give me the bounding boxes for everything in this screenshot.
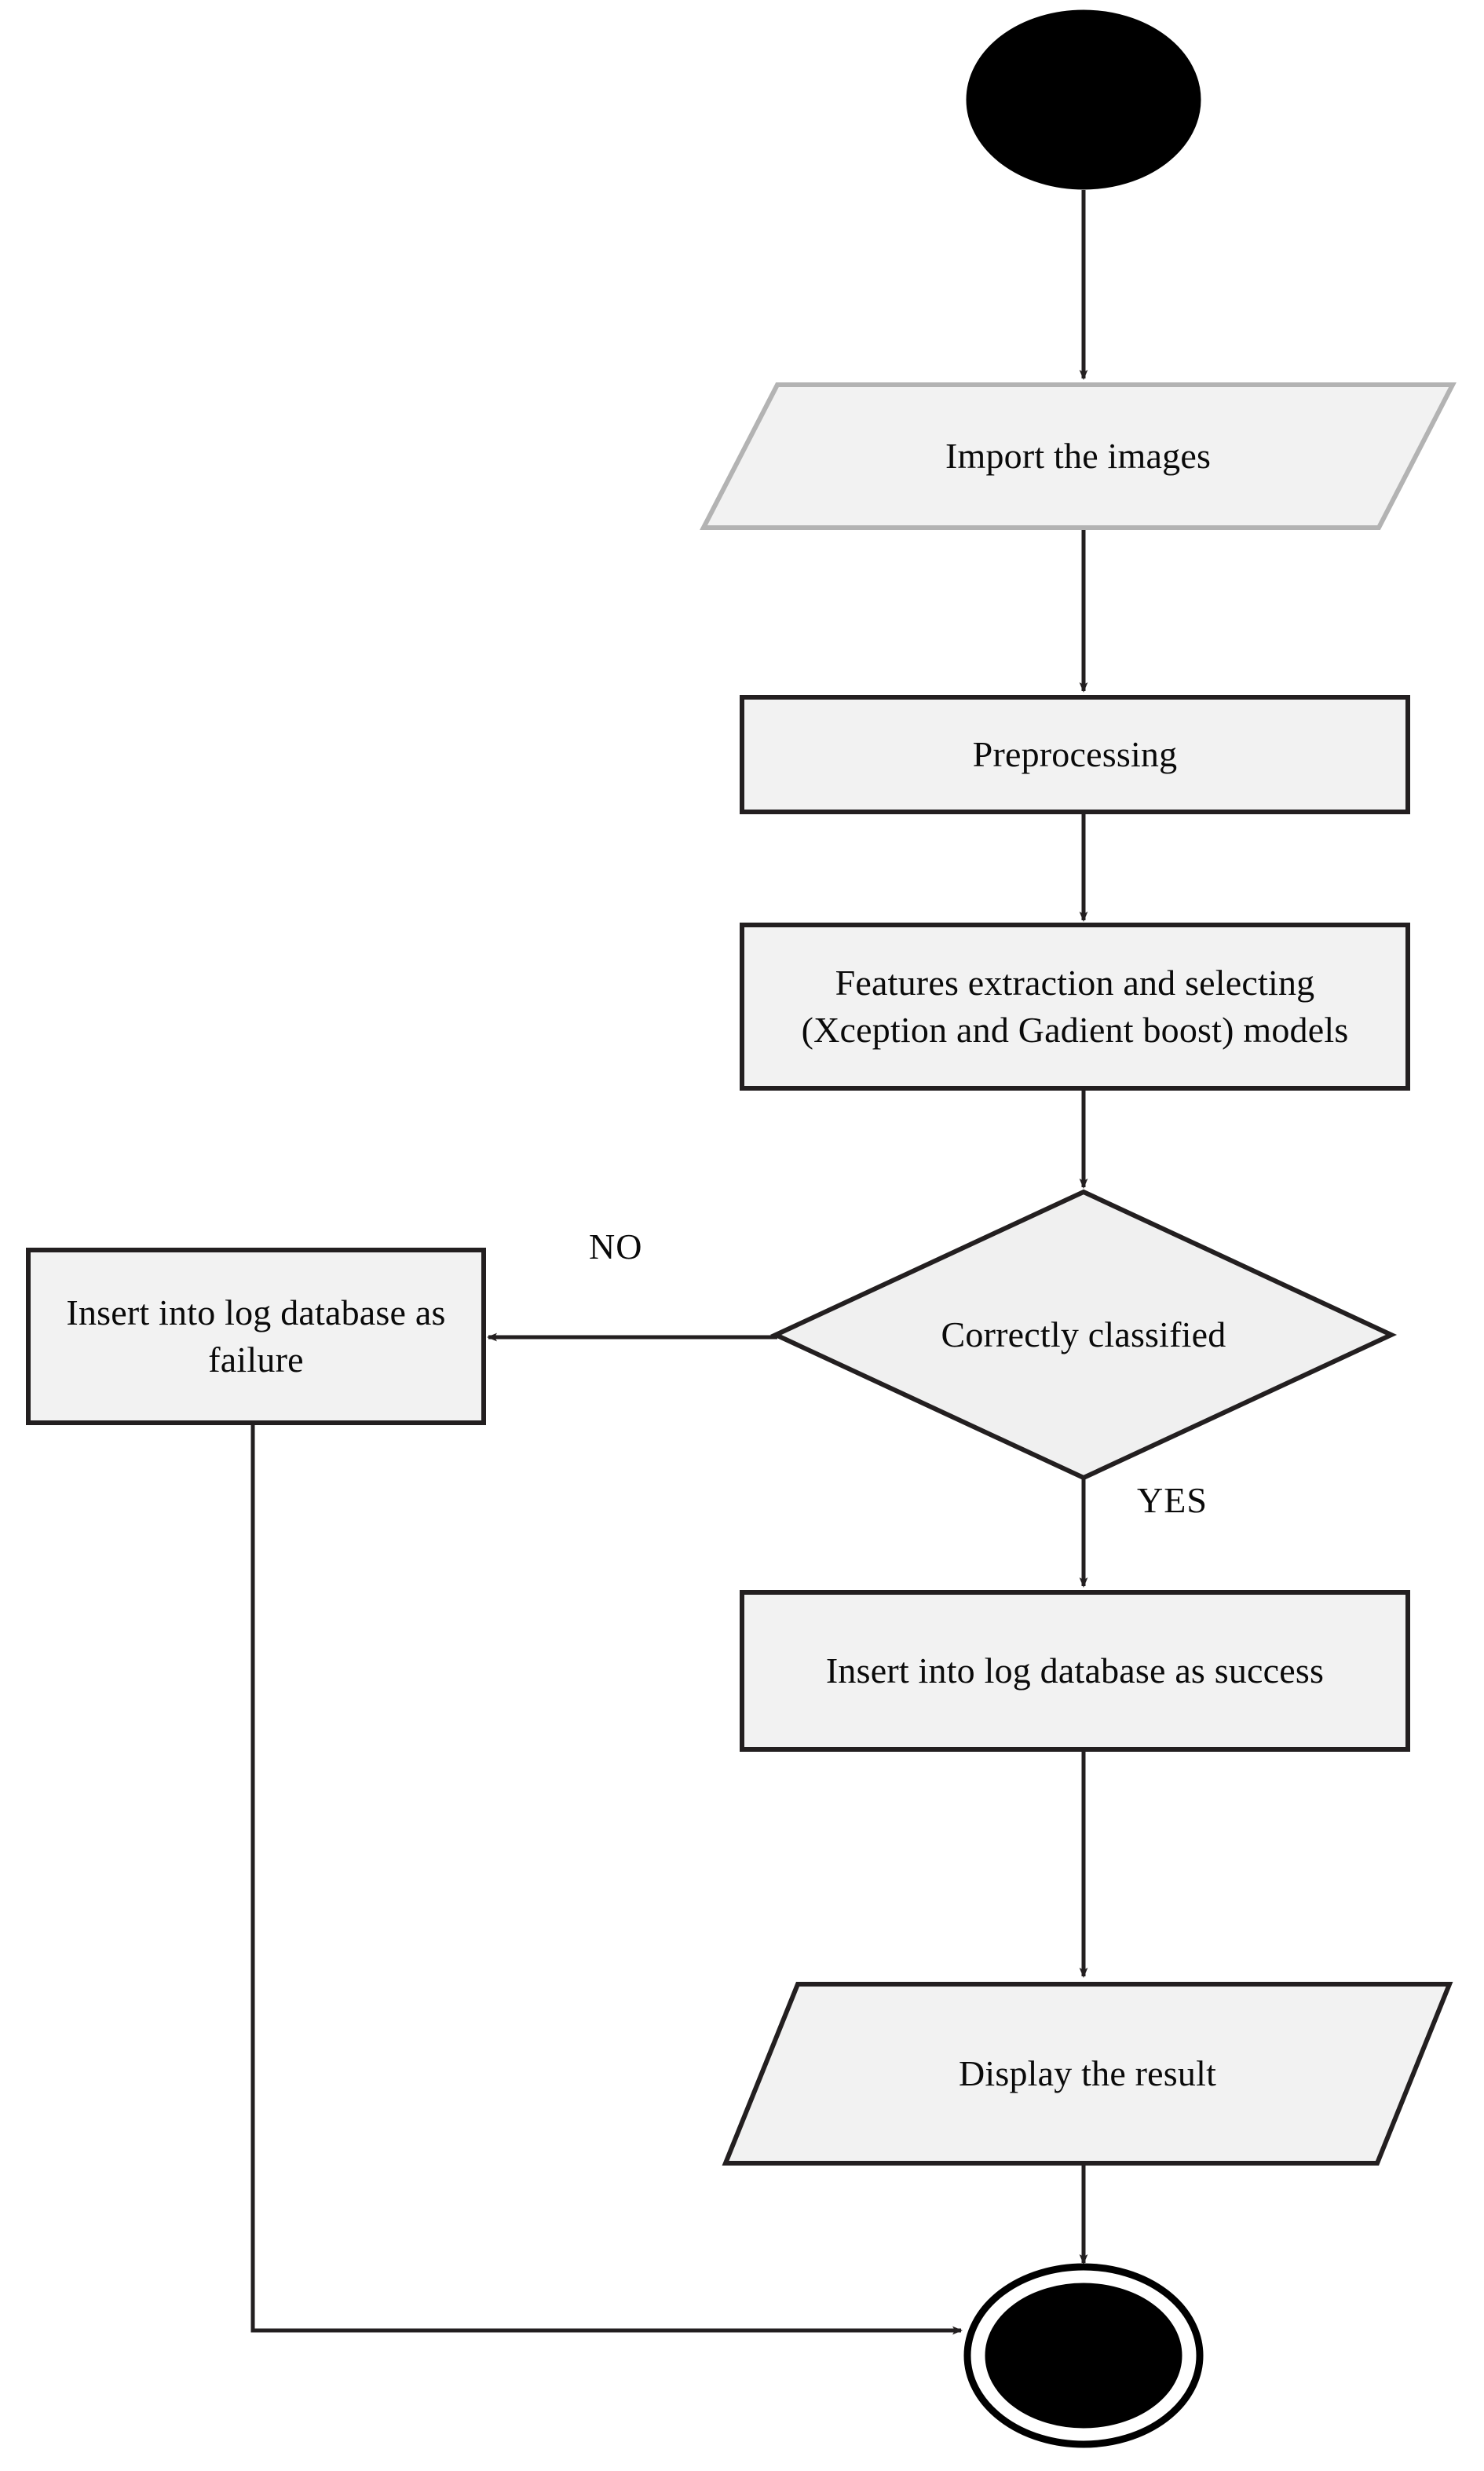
end-node <box>963 2263 1204 2448</box>
edge-label-no: NO <box>589 1226 643 1267</box>
success-log-shape[interactable] <box>740 1590 1410 1752</box>
correctly-classified-shape[interactable] <box>769 1189 1398 1481</box>
import-images-shape[interactable] <box>700 382 1457 530</box>
edge-failure-to-end <box>250 1423 963 2335</box>
features-extraction-shape[interactable] <box>740 923 1410 1091</box>
failure-log-shape[interactable] <box>26 1248 486 1425</box>
start-node <box>966 9 1201 190</box>
edge-label-yes: YES <box>1137 1480 1208 1520</box>
display-result-shape[interactable] <box>722 1982 1453 2166</box>
preprocessing-shape[interactable] <box>740 695 1410 814</box>
